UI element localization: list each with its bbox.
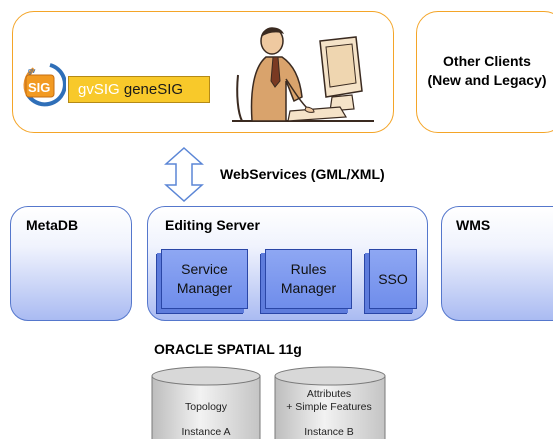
service-manager-line1: Service: [181, 261, 228, 277]
service-manager-line2: Manager: [176, 280, 233, 296]
database-cylinders: [151, 366, 386, 439]
attributes-label: Attributes + Simple Features: [274, 388, 384, 414]
wms-box: [441, 206, 553, 321]
gvsig-logo-icon: gv SIG: [23, 63, 66, 107]
metadb-title: MetaDB: [26, 217, 79, 233]
rules-manager-module: Rules Manager: [265, 249, 352, 309]
rules-manager-line2: Manager: [280, 280, 337, 296]
editing-server-title: Editing Server: [165, 217, 260, 233]
other-clients-line1: Other Clients: [443, 53, 531, 69]
person-at-computer-icon: [232, 27, 374, 122]
double-arrow-icon: [164, 147, 204, 202]
rules-manager-line1: Rules: [290, 261, 327, 277]
gvsig-mark-small: gv: [28, 68, 36, 75]
sso-label: SSO: [378, 270, 408, 287]
attributes-line2: + Simple Features: [286, 401, 372, 413]
genesig-label: geneSIG: [123, 81, 184, 98]
instance-a-label: Instance A: [181, 426, 231, 438]
oracle-spatial-title: ORACLE SPATIAL 11g: [154, 341, 302, 357]
other-clients-line2: (New and Legacy): [427, 72, 547, 88]
database-cylinder-b: [274, 366, 386, 439]
database-cylinder-a: [151, 366, 261, 439]
attributes-line1: Attributes: [306, 388, 352, 400]
gvsig-label: gvSIG: [78, 81, 120, 98]
service-manager-module: Service Manager: [161, 249, 248, 309]
instance-b-label: Instance B: [304, 426, 354, 438]
other-clients-box: [416, 11, 553, 133]
webservices-label: WebServices (GML/XML): [220, 166, 385, 182]
sso-module: SSO: [369, 249, 417, 309]
topology-label: Topology: [184, 401, 228, 413]
gvsig-mark-text: SIG: [28, 80, 50, 95]
wms-title: WMS: [456, 217, 491, 233]
metadb-box: [10, 206, 132, 321]
other-clients-label: Other Clients (New and Legacy): [412, 52, 553, 90]
gvsig-genesig-banner: gvSIG geneSIG: [68, 76, 210, 103]
